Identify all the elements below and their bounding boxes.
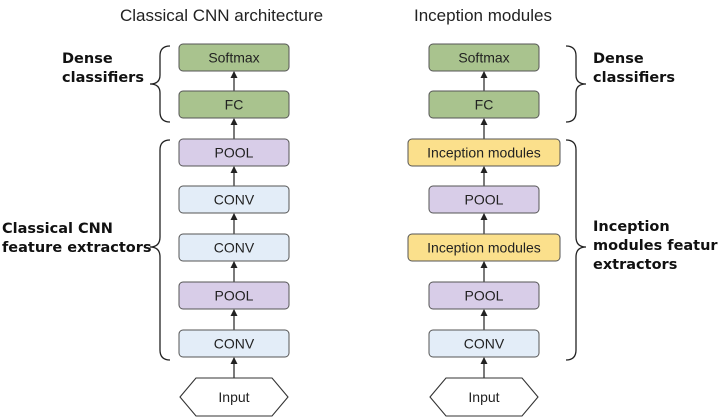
left-block-label: FC (225, 97, 244, 113)
left-block-label: CONV (214, 192, 255, 208)
right-block-label: CONV (464, 336, 505, 352)
right-dense-label-line-1: Dense (593, 51, 644, 67)
right-block-label: Softmax (458, 50, 509, 66)
right-feature-label-line-2: modules feature (593, 238, 718, 254)
left-block-conv: CONV (178, 233, 290, 262)
left-block-label: POOL (215, 145, 254, 161)
right-block-softmax: Softmax (428, 43, 540, 72)
left-title: Classical CNN architecture (120, 6, 324, 25)
right-dense-brace (565, 45, 587, 123)
left-feature-label-line-2: feature extractors (2, 240, 152, 256)
right-block-inception-modules: Inception modules (407, 138, 561, 167)
right-block-label: POOL (465, 192, 504, 208)
right-feature-brace (565, 139, 587, 361)
right-block-label: FC (475, 97, 494, 113)
left-dense-label-line-1: Dense (62, 51, 113, 67)
right-block-conv: CONV (428, 329, 540, 358)
right-block-label: POOL (465, 288, 504, 304)
left-dense-brace (149, 45, 171, 123)
right-block-label: Inception modules (427, 145, 541, 161)
left-block-label: POOL (215, 288, 254, 304)
left-block-conv: CONV (178, 185, 290, 214)
right-block-fc: FC (428, 90, 540, 119)
right-feature-label: Inception modules feature extractors (593, 218, 718, 275)
left-block-label: CONV (214, 336, 255, 352)
left-input-label: Input (218, 389, 249, 405)
right-block-inception-modules: Inception modules (407, 233, 561, 262)
right-block-pool: POOL (428, 185, 540, 214)
right-feature-label-line-3: extractors (593, 257, 678, 273)
left-block-conv: CONV (178, 329, 290, 358)
left-input-node: Input (179, 377, 289, 417)
left-dense-label: Dense classifiers (62, 50, 144, 88)
left-block-pool: POOL (178, 281, 290, 310)
right-block-pool: POOL (428, 281, 540, 310)
right-dense-label-line-2: classifiers (593, 70, 675, 86)
left-feature-label: Classical CNN feature extractors (2, 220, 152, 258)
left-block-pool: POOL (178, 138, 290, 167)
right-block-label: Inception modules (427, 240, 541, 256)
left-block-label: Softmax (208, 50, 259, 66)
left-dense-label-line-2: classifiers (62, 70, 144, 86)
left-block-softmax: Softmax (178, 43, 290, 72)
left-block-label: CONV (214, 240, 255, 256)
right-feature-label-line-1: Inception (593, 219, 670, 235)
left-block-fc: FC (178, 90, 290, 119)
right-title: Inception modules (414, 6, 552, 25)
right-input-node: Input (429, 377, 539, 417)
left-feature-brace (149, 139, 171, 361)
right-input-label: Input (468, 389, 499, 405)
right-dense-label: Dense classifiers (593, 50, 675, 88)
left-feature-label-line-1: Classical CNN (2, 221, 113, 237)
